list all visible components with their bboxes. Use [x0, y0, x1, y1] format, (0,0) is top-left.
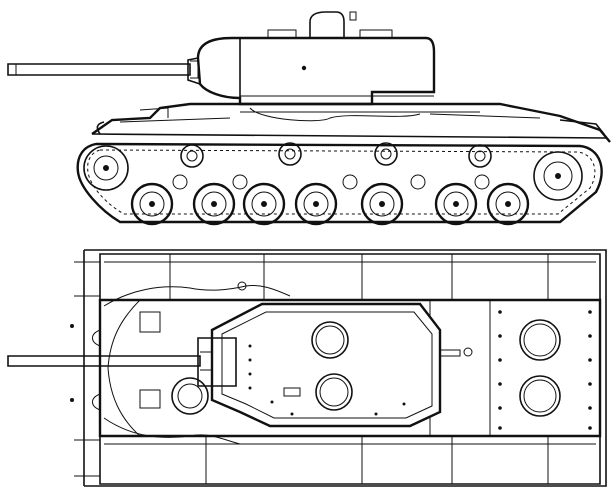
side-idler-wheel: [533, 151, 583, 201]
top-left-track: [74, 253, 601, 301]
road-wheel: [242, 182, 286, 226]
top-tow-cables: [103, 281, 291, 445]
side-suspension-arms: [172, 174, 490, 190]
return-roller: [180, 144, 204, 168]
road-wheel: [360, 182, 404, 226]
return-roller: [374, 142, 398, 166]
top-front-deck-details: [70, 311, 209, 415]
hull-hatch: [519, 375, 561, 417]
top-turret: [197, 302, 473, 428]
side-view: [7, 11, 611, 226]
road-wheel: [294, 182, 338, 226]
side-turret: [187, 11, 436, 106]
side-road-wheels: [130, 182, 530, 226]
side-hull: [91, 102, 611, 143]
top-hull-hatches: [519, 319, 561, 417]
return-roller: [468, 144, 492, 168]
top-right-track: [74, 435, 601, 485]
hull-hatch: [519, 319, 561, 361]
road-wheel: [192, 182, 236, 226]
side-drive-sprocket: [83, 145, 129, 191]
road-wheel: [486, 182, 530, 226]
road-wheel: [130, 182, 174, 226]
road-wheel: [434, 182, 478, 226]
top-view: [7, 249, 607, 487]
side-track: [76, 142, 603, 224]
return-roller: [278, 142, 302, 166]
turret-hatch: [315, 373, 353, 411]
side-gun-barrel: [7, 60, 199, 79]
turret-hatch: [311, 321, 349, 359]
